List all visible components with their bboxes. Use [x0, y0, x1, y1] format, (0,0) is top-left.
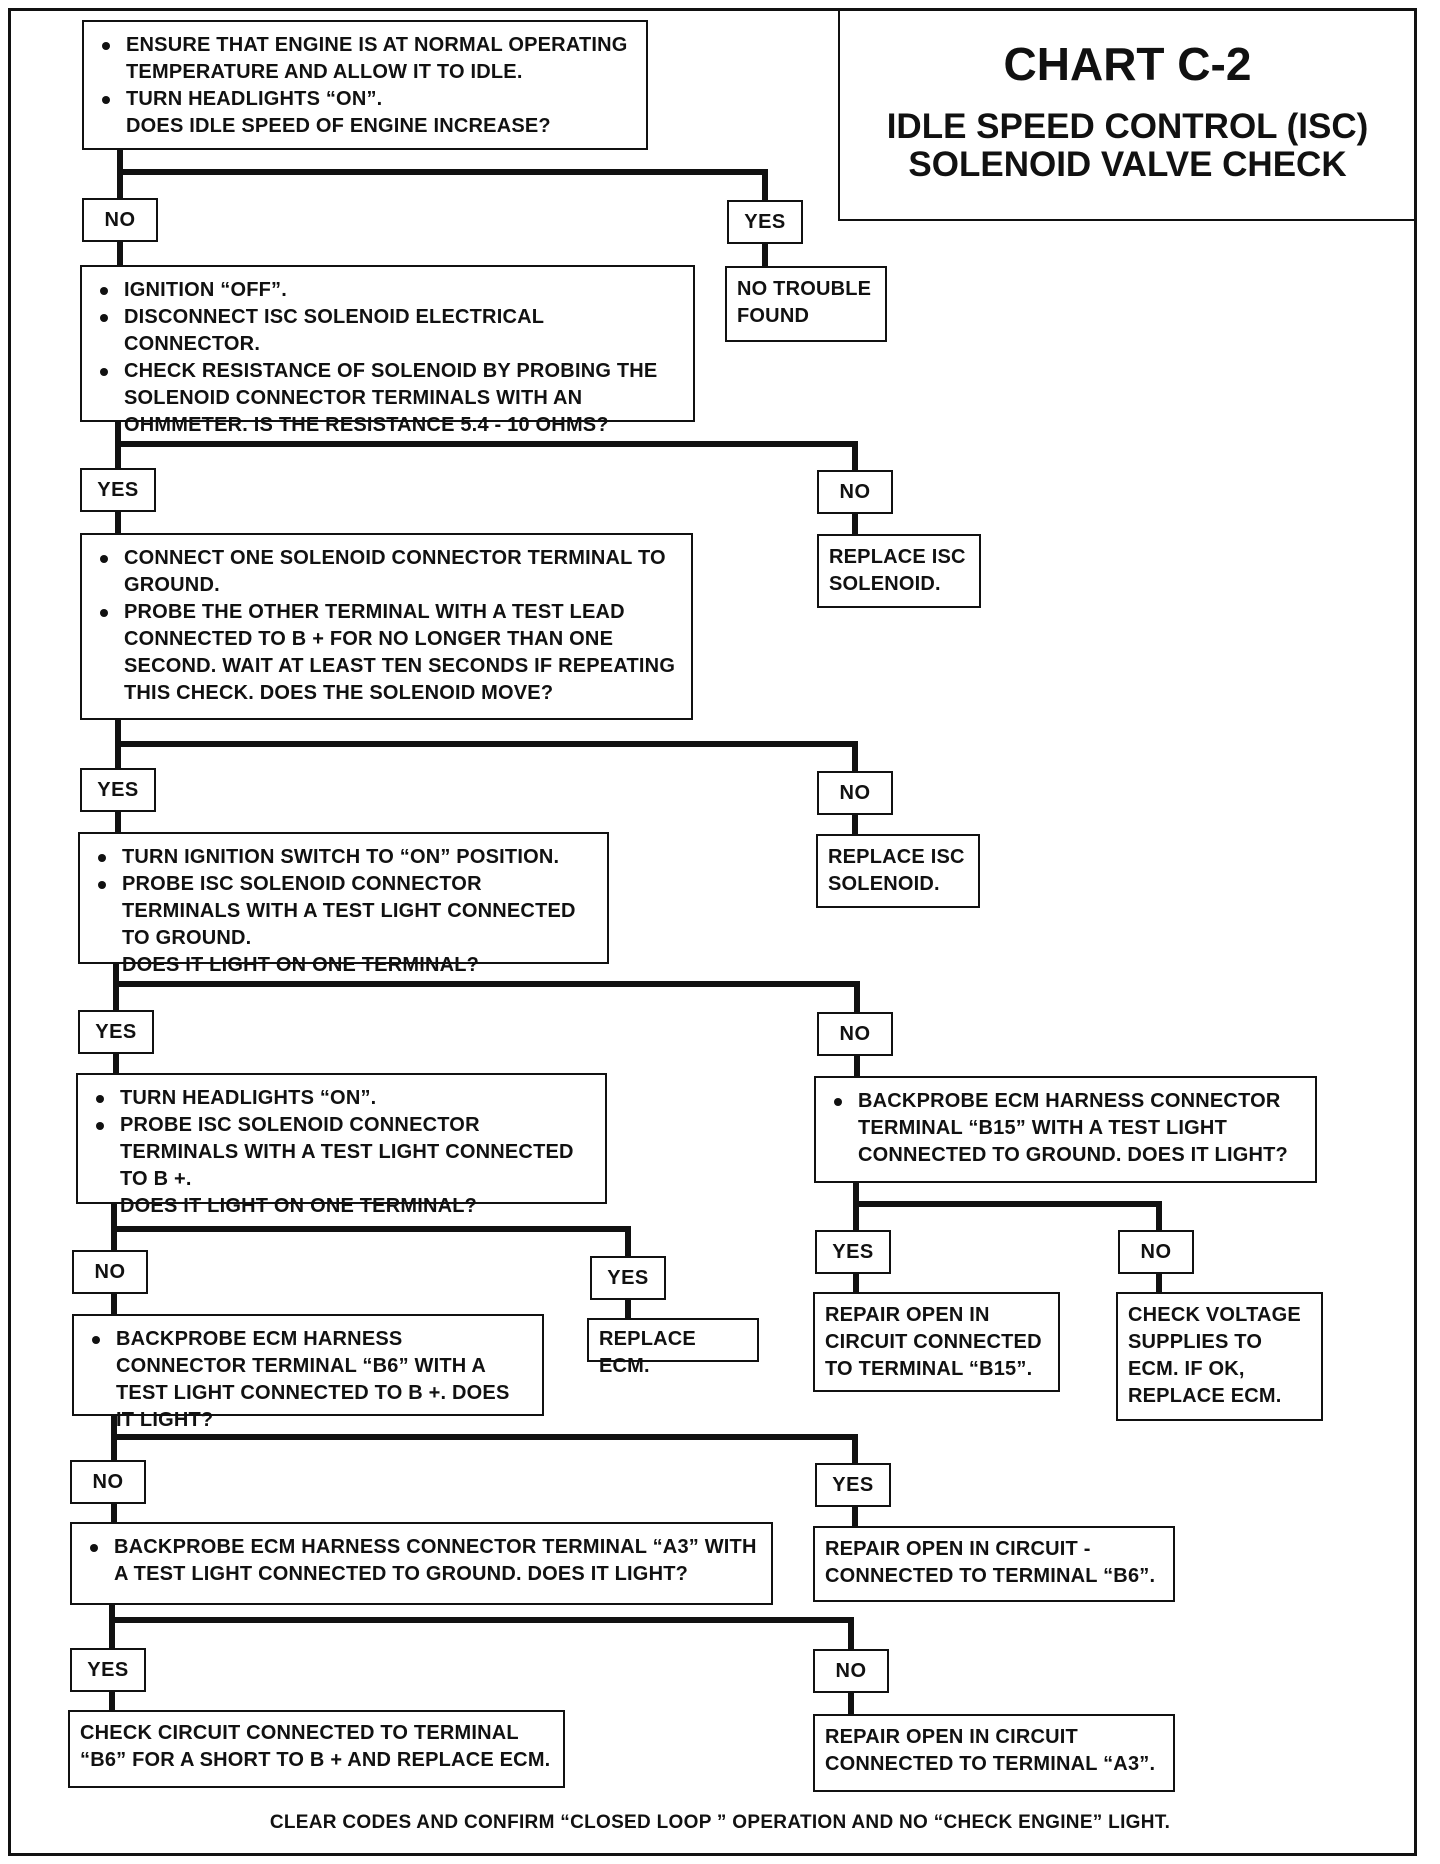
- replace-isc-text-1: REPLACE ISC SOLENOID.: [829, 546, 966, 595]
- repair-a3-text: REPAIR OPEN IN CIRCUIT CONNECTED TO TERM…: [825, 1726, 1156, 1775]
- title-box: CHART C-2 IDLE SPEED CONTROL (ISC) SOLEN…: [838, 8, 1417, 221]
- step5-item: PROBE ISC SOLENOID CONNECTOR TERMINALS W…: [90, 1112, 593, 1193]
- step2-item: DISCONNECT ISC SOLENOID ELECTRICAL CONNE…: [94, 304, 681, 358]
- b6-box: BACKPROBE ECM HARNESS CONNECTOR TERMINAL…: [72, 1314, 544, 1431]
- step5-yes-tag: YES: [590, 1256, 666, 1300]
- a3-box: BACKPROBE ECM HARNESS CONNECTOR TERMINAL…: [70, 1522, 773, 1605]
- repair-b15-text: REPAIR OPEN IN CIRCUIT CONNECTED TO TERM…: [825, 1304, 1042, 1380]
- step4-item: TURN IGNITION SWITCH TO “ON” POSITION.: [92, 844, 595, 871]
- step1-item: TURN HEADLIGHTS “ON”.: [96, 86, 634, 113]
- step4-box: TURN IGNITION SWITCH TO “ON” POSITION. P…: [78, 832, 609, 976]
- no-trouble-text: NO TROUBLE FOUND: [737, 278, 872, 327]
- no-trouble-box: NO TROUBLE FOUND: [725, 266, 887, 342]
- step3-item: CONNECT ONE SOLENOID CONNECTOR TERMINAL …: [94, 545, 679, 599]
- step4-yes-tag: YES: [78, 1010, 154, 1054]
- step1-no-tag: NO: [82, 198, 158, 242]
- page-frame: [8, 8, 1417, 1856]
- step5-no-tag: NO: [72, 1250, 148, 1294]
- chart-number: CHART C-2: [1003, 38, 1252, 90]
- chart-title-line2: SOLENOID VALVE CHECK: [908, 145, 1347, 184]
- step3-yes-tag: YES: [80, 768, 156, 812]
- chart-title-line1: IDLE SPEED CONTROL (ISC): [886, 107, 1369, 146]
- repair-b15-box: REPAIR OPEN IN CIRCUIT CONNECTED TO TERM…: [813, 1292, 1060, 1392]
- check-voltage-text: CHECK VOLTAGE SUPPLIES TO ECM. IF OK, RE…: [1128, 1304, 1301, 1407]
- a3-no-tag: NO: [813, 1649, 889, 1693]
- step4-no-tag: NO: [817, 1012, 893, 1056]
- step2-no-tag: NO: [817, 470, 893, 514]
- b15-yes-tag: YES: [815, 1230, 891, 1274]
- repair-a3-box: REPAIR OPEN IN CIRCUIT CONNECTED TO TERM…: [813, 1714, 1175, 1792]
- step5-question: DOES IT LIGHT ON ONE TERMINAL?: [120, 1195, 478, 1217]
- step3-item: PROBE THE OTHER TERMINAL WITH A TEST LEA…: [94, 599, 679, 707]
- step5-box: TURN HEADLIGHTS “ON”. PROBE ISC SOLENOID…: [76, 1073, 607, 1217]
- step4-question: DOES IT LIGHT ON ONE TERMINAL?: [122, 954, 480, 976]
- step2-yes-tag: YES: [80, 468, 156, 512]
- b15-box: BACKPROBE ECM HARNESS CONNECTOR TERMINAL…: [814, 1076, 1317, 1183]
- step5-item: TURN HEADLIGHTS “ON”.: [90, 1085, 593, 1112]
- check-short-text: CHECK CIRCUIT CONNECTED TO TERMINAL “B6”…: [80, 1722, 551, 1771]
- step2-item: CHECK RESISTANCE OF SOLENOID BY PROBING …: [94, 358, 681, 439]
- step1-yes-tag: YES: [727, 200, 803, 244]
- step3-box: CONNECT ONE SOLENOID CONNECTOR TERMINAL …: [80, 533, 693, 720]
- b6-no-tag: NO: [70, 1460, 146, 1504]
- b15-item: BACKPROBE ECM HARNESS CONNECTOR TERMINAL…: [828, 1088, 1303, 1169]
- b15-no-tag: NO: [1118, 1230, 1194, 1274]
- repair-b6-box: REPAIR OPEN IN CIRCUIT - CONNECTED TO TE…: [813, 1526, 1175, 1602]
- repair-b6-text: REPAIR OPEN IN CIRCUIT - CONNECTED TO TE…: [825, 1538, 1156, 1587]
- check-short-box: CHECK CIRCUIT CONNECTED TO TERMINAL “B6”…: [68, 1710, 565, 1788]
- replace-isc-box-1: REPLACE ISC SOLENOID.: [817, 534, 981, 608]
- step2-box: IGNITION “OFF”. DISCONNECT ISC SOLENOID …: [80, 265, 695, 436]
- check-voltage-box: CHECK VOLTAGE SUPPLIES TO ECM. IF OK, RE…: [1116, 1292, 1323, 1421]
- footer-note: CLEAR CODES AND CONFIRM “CLOSED LOOP ” O…: [269, 1812, 1171, 1833]
- replace-ecm-text: REPLACE ECM.: [599, 1328, 696, 1377]
- step4-item: PROBE ISC SOLENOID CONNECTOR TERMINALS W…: [92, 871, 595, 952]
- step3-no-tag: NO: [817, 771, 893, 815]
- replace-isc-text-2: REPLACE ISC SOLENOID.: [828, 846, 965, 895]
- a3-item: BACKPROBE ECM HARNESS CONNECTOR TERMINAL…: [84, 1534, 759, 1588]
- b6-item: BACKPROBE ECM HARNESS CONNECTOR TERMINAL…: [86, 1326, 530, 1434]
- b6-yes-tag: YES: [815, 1463, 891, 1507]
- step2-item: IGNITION “OFF”.: [94, 277, 681, 304]
- step1-box: ENSURE THAT ENGINE IS AT NORMAL OPERATIN…: [82, 20, 648, 150]
- replace-ecm-box: REPLACE ECM.: [587, 1318, 759, 1377]
- step1-question: DOES IDLE SPEED OF ENGINE INCREASE?: [126, 115, 551, 137]
- a3-yes-tag: YES: [70, 1648, 146, 1692]
- replace-isc-box-2: REPLACE ISC SOLENOID.: [816, 834, 980, 908]
- step1-item: ENSURE THAT ENGINE IS AT NORMAL OPERATIN…: [96, 32, 634, 86]
